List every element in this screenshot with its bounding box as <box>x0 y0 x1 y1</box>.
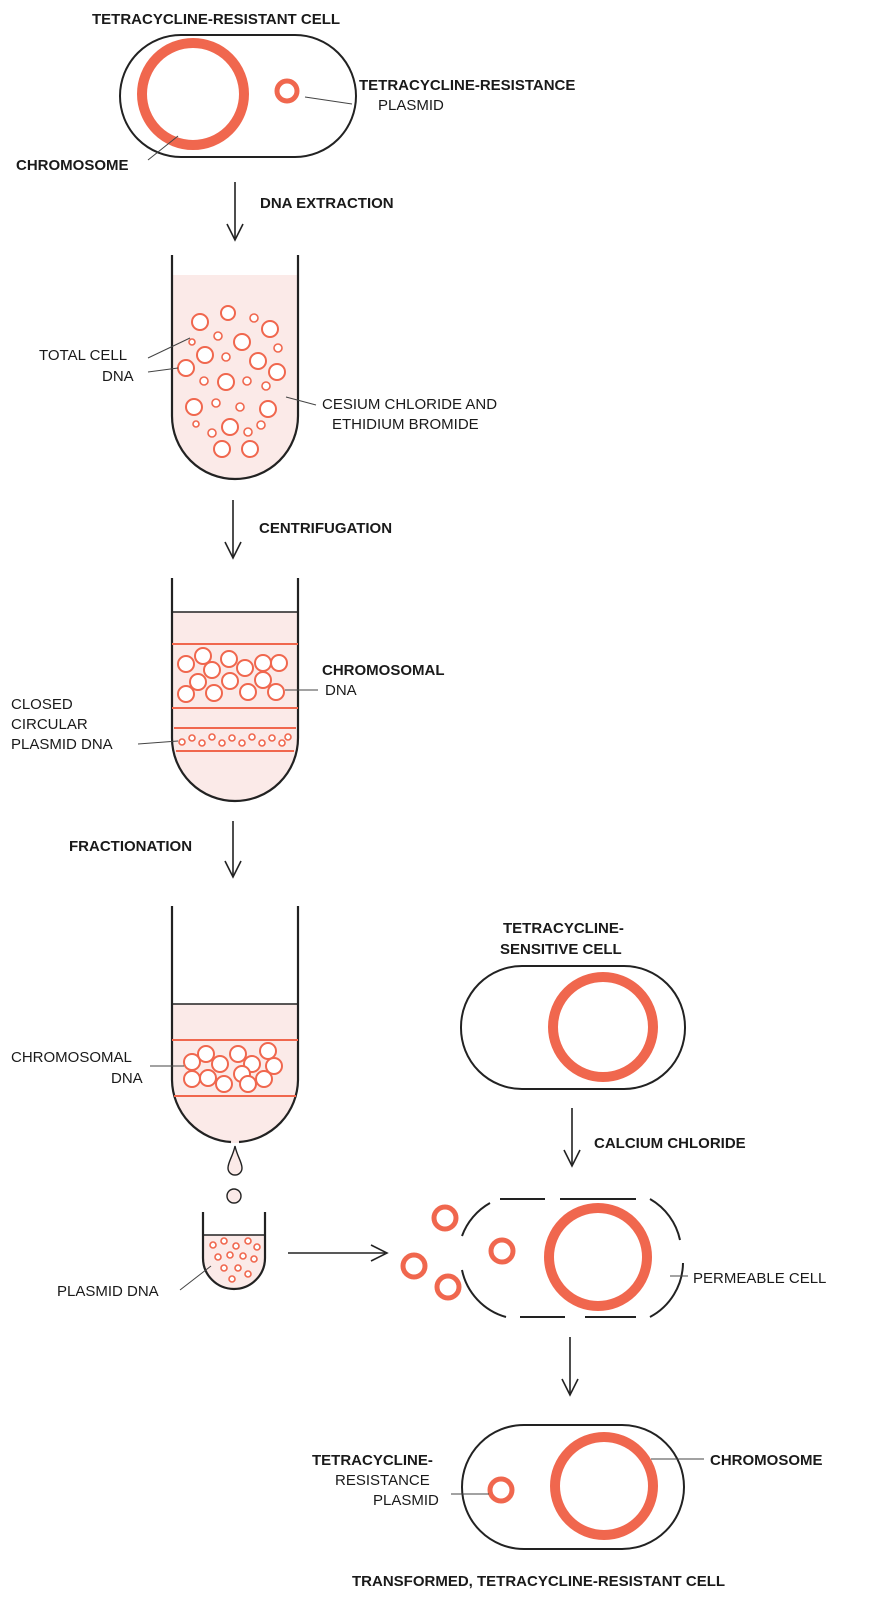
arrow-fractionation: FRACTIONATION <box>69 821 241 877</box>
transformed-cell-stage: CHROMOSOME TETRACYCLINE- RESISTANCE PLAS… <box>312 1425 823 1590</box>
tube-fractionation: CHROMOSOMAL DNA <box>11 906 298 1175</box>
free-plasmid-3 <box>437 1276 459 1298</box>
arrow-dna-extraction: DNA EXTRACTION <box>227 182 394 240</box>
fractionation-label: FRACTIONATION <box>69 838 192 855</box>
chromosome-ring <box>142 43 244 145</box>
resistant-cell-title: TETRACYCLINE-RESISTANT CELL <box>92 11 340 28</box>
transformed-cell-title: TRANSFORMED, TETRACYCLINE-RESISTANT CELL <box>352 1573 725 1590</box>
tube-plasmid-dna: PLASMID DNA <box>57 1189 265 1300</box>
final-plasmid-label-line1: TETRACYCLINE- <box>312 1452 433 1469</box>
chromosomal-label-line1: CHROMOSOMAL <box>322 662 445 679</box>
centrifugation-label: CENTRIFUGATION <box>259 520 392 537</box>
free-plasmid-2 <box>403 1255 425 1277</box>
transformed-plasmid-ring <box>490 1479 512 1501</box>
sensitive-label-line1: TETRACYCLINE- <box>503 920 624 937</box>
tube-total-dna: TOTAL CELL DNA CESIUM CHLORIDE AND ETHID… <box>39 255 497 479</box>
closed-label-line3: PLASMID DNA <box>11 736 113 753</box>
arrow-calcium-chloride: CALCIUM CHLORIDE <box>564 1108 746 1166</box>
arrow-to-transformed-cell <box>562 1337 578 1395</box>
chromosomal2-label-line1: CHROMOSOMAL <box>11 1049 132 1066</box>
closed-label-line1: CLOSED <box>11 696 73 713</box>
final-chromosome-label: CHROMOSOME <box>710 1452 823 1469</box>
total-cell-label-line1: TOTAL CELL <box>39 347 127 364</box>
dna-extraction-label: DNA EXTRACTION <box>260 195 394 212</box>
tube-centrifuged: CHROMOSOMAL DNA CLOSED CIRCULAR PLASMID … <box>11 578 445 801</box>
total-cell-label-line2: DNA <box>102 368 134 385</box>
resistant-cell-stage: TETRACYCLINE-RESISTANT CELL TETRACYCLINE… <box>16 11 575 174</box>
entering-plasmid <box>491 1240 513 1262</box>
final-plasmid-label-line2: RESISTANCE <box>335 1472 430 1489</box>
chromosomal-label-line2: DNA <box>325 682 357 699</box>
sensitive-label-line2: SENSITIVE CELL <box>500 941 622 958</box>
chromosome-label: CHROMOSOME <box>16 157 129 174</box>
chromosomal2-label-line2: DNA <box>111 1070 143 1087</box>
cesium-label-line1: CESIUM CHLORIDE AND <box>322 396 497 413</box>
cesium-label-line2: ETHIDIUM BROMIDE <box>332 416 479 433</box>
plasmid-label-line1: TETRACYCLINE-RESISTANCE <box>359 77 575 94</box>
arrow-centrifugation: CENTRIFUGATION <box>225 500 392 558</box>
calcium-chloride-label: CALCIUM CHLORIDE <box>594 1135 746 1152</box>
closed-label-line2: CIRCULAR <box>11 716 88 733</box>
drop <box>228 1146 242 1175</box>
permeable-chromosome-ring <box>549 1208 647 1306</box>
permeable-cell-label: PERMEABLE CELL <box>693 1270 826 1287</box>
transformed-chromosome-ring <box>555 1437 653 1535</box>
plasmid-leader <box>305 97 352 104</box>
free-plasmid-1 <box>434 1207 456 1229</box>
sensitive-chromosome-ring <box>553 977 653 1077</box>
plasmid-label-line2: PLASMID <box>378 97 444 114</box>
plasmid-dna-label: PLASMID DNA <box>57 1283 159 1300</box>
arrow-to-permeable-cell <box>288 1245 387 1261</box>
permeable-cell-stage: PERMEABLE CELL <box>403 1199 826 1317</box>
sensitive-cell-stage: TETRACYCLINE- SENSITIVE CELL <box>461 920 685 1089</box>
plasmid-ring <box>277 81 297 101</box>
final-plasmid-label-line3: PLASMID <box>373 1492 439 1509</box>
falling-drop <box>227 1189 241 1203</box>
